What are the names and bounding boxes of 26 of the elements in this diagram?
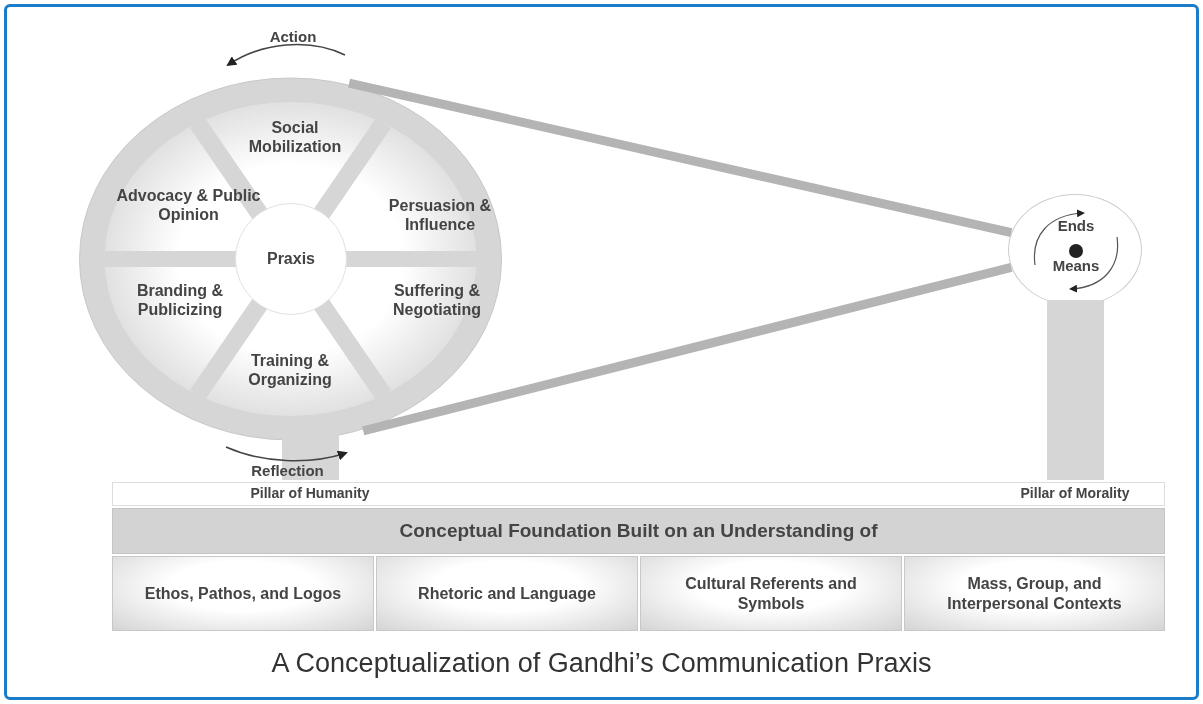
pillar-label: Pillar of Humanity [249,485,371,502]
foundation-block [376,556,638,631]
foundation-band [112,508,1165,554]
block-label: Mass, Group, and Interpersonal Contexts [946,574,1123,613]
foundation-block [112,556,374,631]
segment-label: Advocacy & Public Opinion [116,185,261,225]
segment-label: Persuasion & Influence [387,195,493,235]
segment-label: Branding & Publicizing [135,280,225,320]
foundation-block [904,556,1165,631]
arrow-label: Reflection [250,462,325,480]
block-label: Cultural Referents and Symbols [684,574,858,613]
foundation-block [640,556,902,631]
band-label: Conceptual Foundation Built on an Understanding of [399,519,878,543]
cycle-label: Ends [1056,217,1096,235]
belt-line [348,78,1013,238]
segment-label: Social Mobilization [247,117,343,157]
block-label: Rhetoric and Language [418,583,596,604]
arrow-label: Action [268,28,318,46]
cycle-label: Means [1051,257,1101,275]
segment-label: Suffering & Negotiating [392,280,482,320]
pillar-label: Pillar of Morality [1019,485,1131,502]
belt-line [362,262,1013,436]
segment-label: Training & Organizing [247,350,333,390]
block-label: Ethos, Pathos, and Logos [144,583,342,604]
hub-label: Praxis [266,249,315,269]
diagram-title: A Conceptualization of Gandhi’s Communication Praxis [270,648,933,679]
